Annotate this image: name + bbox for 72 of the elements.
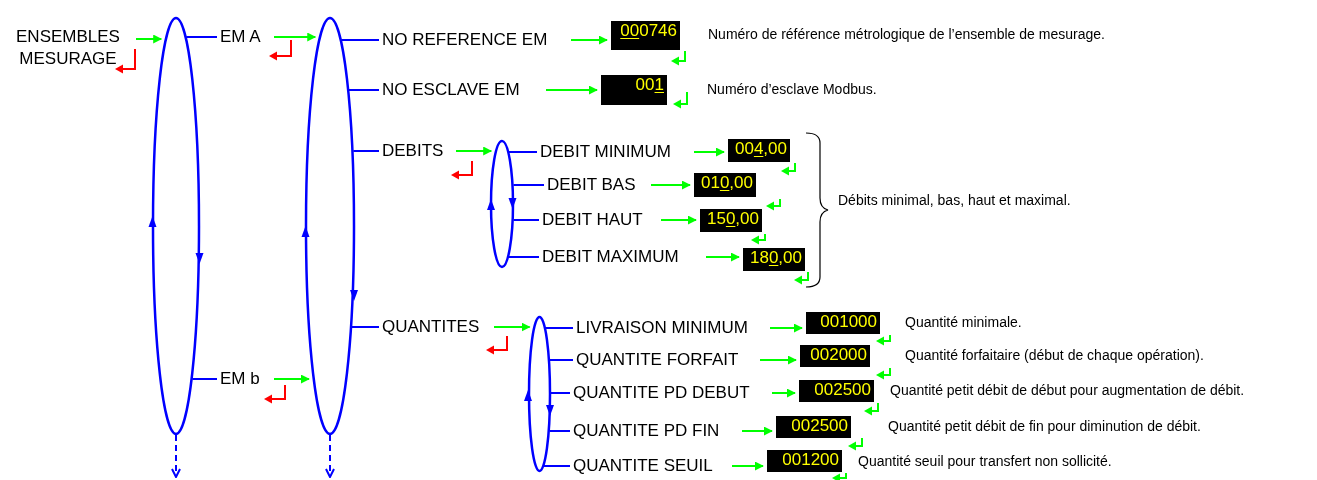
menu-label: LIVRAISON MINIMUM [576,318,766,338]
arrow [705,252,740,262]
description-text: Numéro de référence métrologique de l’ensemble de mesurage. [708,26,1105,42]
menu-label: DEBITS [382,141,452,161]
description-text: Quantité minimale. [905,314,1022,330]
digit-display: 001000 [806,312,880,334]
digit-display: 001 [601,75,667,105]
arrow [570,35,608,45]
digit-display: 002500 [799,380,874,402]
branch-line [508,151,538,153]
branch-line [548,359,574,361]
branch-line [542,465,571,467]
menu-label: EM A [220,27,270,47]
description-text: Quantité petit débit de fin pour diminution de débit. [888,418,1201,434]
menu-label: NO ESCLAVE EM [382,80,542,100]
digit-display: 002500 [776,416,851,438]
digit-display: 001200 [767,450,842,472]
branch-line [191,378,218,380]
description-text: Quantité seuil pour transfert non sollicité. [858,453,1112,469]
arrow [171,434,181,478]
digit-display: 002000 [800,345,870,367]
arrow [545,85,598,95]
digit-display: 150,00 [700,209,762,232]
arrow [273,32,317,42]
branch-line [185,36,218,38]
branch-line [544,327,574,329]
description-text: Numéro d’esclave Modbus. [707,81,877,97]
branch-line [507,256,540,258]
branch-line [512,219,540,221]
loop-ellipse [490,140,514,268]
loop-ellipse [528,316,551,472]
branch-line [548,430,571,432]
menu-label: DEBIT MINIMUM [540,142,690,162]
branch-line [350,326,380,328]
arrow [135,34,163,44]
description-text: Débits minimal, bas, haut et maximal. [838,192,1071,208]
loop-ellipse [152,17,200,435]
arrow [693,147,725,157]
menu-label: NO REFERENCE EM [382,30,567,50]
description-text: Quantité forfaitaire (début de chaque opération). [905,347,1204,363]
arrow [650,180,691,190]
menu-label: QUANTITES [382,317,490,337]
arrow [660,215,697,225]
menu-label: QUANTITE FORFAIT [576,350,756,370]
arrow [741,426,773,436]
branch-line [512,184,545,186]
digit-display: 000746 [611,21,680,50]
menu-label: QUANTITE SEUIL [573,456,728,476]
arrow [273,374,310,384]
arrow [731,461,764,471]
description-text: Quantité petit débit de début pour augmentation de débit. [890,382,1245,398]
arrow [759,355,797,365]
branch-line [340,39,380,41]
arrow [455,146,493,156]
menu-label: DEBIT HAUT [542,210,657,230]
menu-label: DEBIT MAXIMUM [542,247,702,267]
arrow [493,322,531,332]
arrow [325,434,335,478]
digit-display: 004,00 [728,139,790,162]
digit-display: 010,00 [694,173,756,197]
menu-label: QUANTITE PD FIN [573,421,738,441]
branch-line [550,392,571,394]
menu-label: QUANTITE PD DEBUT [573,383,768,403]
arrow [771,388,796,398]
menu-label: ENSEMBLES MESURAGE [4,26,132,70]
loop-ellipse [305,17,355,435]
arrow [769,323,803,333]
digit-display: 180,00 [743,248,805,271]
branch-line [352,150,380,152]
menu-label: EM b [220,369,270,389]
branch-line [348,89,380,91]
menu-label: DEBIT BAS [547,175,647,195]
